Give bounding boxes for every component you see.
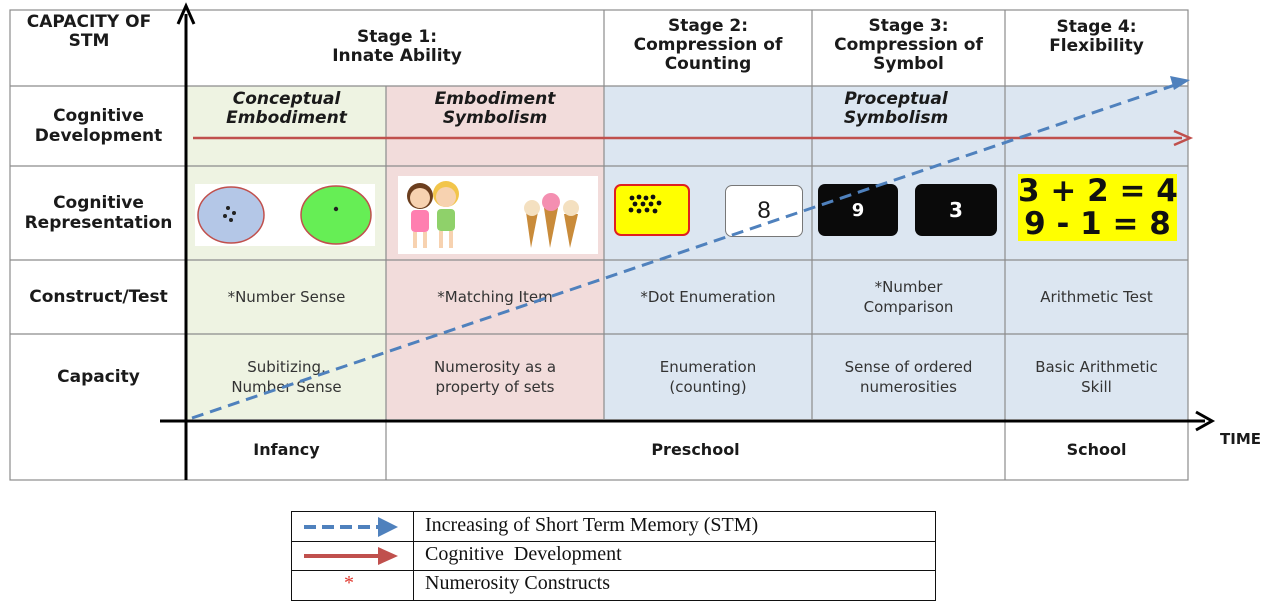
dev-conceptual-embodiment: Conceptual Embodiment — [187, 88, 386, 130]
dev-embodiment-symbolism: Embodiment Symbolism — [386, 88, 604, 130]
cog-rep-line2: Representation — [24, 213, 173, 233]
cog-dev-line2: Development — [34, 126, 163, 146]
stage-1-line2: Innate Ability — [332, 46, 462, 66]
proceptual-symbolism-bg — [604, 86, 1188, 419]
capacity-1-line1: Numerosity as a — [433, 357, 557, 376]
dot-cluster-icon — [628, 194, 662, 214]
stage-3-line2: Compression of — [834, 34, 983, 55]
capacity-1-line2: property of sets — [435, 377, 555, 396]
row-label-construct-test: Construct/Test — [10, 260, 187, 334]
period-preschool: Preschool — [651, 440, 740, 459]
legend-divider — [413, 512, 414, 600]
digit-card-black-right: 3 — [915, 184, 997, 236]
stage-2-header: Stage 2: Compression of Counting — [604, 12, 812, 78]
cog-rep-line1: Cognitive — [53, 193, 144, 213]
y-axis-arrowhead — [176, 2, 196, 25]
construct-dot-enumeration: *Dot Enumeration — [604, 260, 812, 334]
period-school: School — [1066, 440, 1127, 459]
capacity-ordered-numerosities: Sense of ordered numerosities — [812, 334, 1005, 419]
dev-proceptual-symbolism: Proceptual Symbolism — [604, 88, 1188, 130]
digit-card-value: 8 — [757, 197, 771, 224]
stage-4-header: Stage 4: Flexibility — [1005, 12, 1188, 62]
legend-red-arrow-icon — [304, 547, 398, 565]
x-axis-arrowhead — [1195, 410, 1216, 432]
capacity-0-line1: Subitizing, — [247, 357, 326, 376]
construct-matching-item: *Matching Item — [386, 260, 604, 334]
dev-2-line2: Symbolism — [843, 108, 949, 128]
construct-arithmetic-test: Arithmetic Test — [1005, 260, 1188, 334]
stage-2-line2: Compression of — [633, 34, 783, 55]
development-arrowhead — [1173, 129, 1194, 147]
dev-0-line2: Embodiment — [226, 108, 347, 128]
capacity-numerosity: Numerosity as a property of sets — [386, 334, 604, 419]
arithmetic-equation-1: 3 + 2 = 4 — [1018, 173, 1178, 209]
legend-numerosity-text: Numerosity Constructs — [425, 572, 610, 594]
stage-1-line1: Stage 1: — [356, 27, 438, 47]
capacity-basic-arithmetic: Basic Arithmetic Skill — [1005, 334, 1188, 419]
black-right-value: 3 — [949, 198, 963, 222]
construct-3-line1: *Number — [874, 278, 943, 296]
capacity-enumeration: Enumeration (counting) — [604, 334, 812, 419]
legend-row-line-1 — [292, 541, 935, 542]
construct-2-line1: *Dot Enumeration — [640, 288, 776, 306]
dev-1-line1: Embodiment — [434, 89, 556, 109]
black-left-value: 9 — [851, 199, 865, 221]
stage-3-header: Stage 3: Compression of Symbol — [812, 12, 1005, 78]
legend-star-icon: * — [344, 572, 354, 594]
capacity-4-line2: Skill — [1081, 377, 1112, 396]
stage-2-line3: Counting — [664, 53, 752, 74]
legend: Increasing of Short Term Memory (STM) Co… — [291, 511, 936, 601]
stage-3-line3: Symbol — [873, 53, 944, 74]
conceptual-embodiment-bg — [187, 86, 386, 419]
legend-development-text: Cognitive Development — [425, 543, 622, 565]
dev-1-line2: Symbolism — [442, 108, 548, 128]
stage-4-line1: Stage 4: — [1056, 17, 1137, 37]
stm-arrow — [191, 82, 1179, 420]
stage-2-line1: Stage 2: — [667, 15, 749, 36]
capacity-2-line1: Enumeration — [659, 357, 757, 376]
capacity-3-line2: numerosities — [860, 377, 957, 396]
legend-dashed-arrow-icon — [304, 517, 398, 537]
stage-1-header: Stage 1: Innate Ability — [190, 22, 604, 72]
capacity-3-line1: Sense of ordered — [844, 357, 973, 376]
dot-sets-image — [195, 184, 375, 246]
stage-3-line1: Stage 3: — [868, 15, 949, 36]
construct-3-line2: Comparison — [863, 298, 954, 316]
capacity-2-line2: (counting) — [669, 377, 747, 396]
dot-card-yellow — [614, 184, 690, 236]
children-and-ice-cream-image — [398, 176, 598, 254]
dev-2-line1: Proceptual — [844, 89, 948, 109]
row-label-cognitive-development: Cognitive Development — [10, 86, 187, 166]
y-axis-title-line2: STM — [68, 31, 110, 51]
x-axis-title: TIME — [1220, 430, 1261, 448]
construct-4-line1: Arithmetic Test — [1040, 288, 1153, 306]
construct-label-text: Construct/Test — [29, 287, 168, 307]
construct-0-line1: *Number Sense — [227, 288, 346, 306]
capacity-4-line1: Basic Arithmetic — [1035, 357, 1158, 376]
legend-stm-text: Increasing of Short Term Memory (STM) — [425, 514, 759, 536]
stage-4-line2: Flexibility — [1049, 36, 1144, 56]
arithmetic-equation-2: 9 - 1 = 8 — [1018, 207, 1177, 241]
construct-number-comparison: *Number Comparison — [812, 260, 1005, 334]
capacity-label-text: Capacity — [57, 366, 140, 387]
dev-0-line1: Conceptual — [232, 89, 341, 109]
y-axis-title-line1: CAPACITY OF — [26, 12, 152, 32]
period-infancy: Infancy — [253, 440, 320, 459]
row-label-capacity: Capacity — [10, 334, 187, 419]
stm-arrowhead — [1170, 76, 1190, 90]
construct-1-line1: *Matching Item — [437, 288, 553, 306]
legend-row-line-2 — [292, 570, 935, 571]
cog-dev-line1: Cognitive — [53, 106, 144, 126]
digit-card-white: 8 — [725, 185, 803, 237]
row-label-cognitive-representation: Cognitive Representation — [10, 166, 187, 260]
construct-number-sense: *Number Sense — [187, 260, 386, 334]
y-axis-title: CAPACITY OF STM — [14, 12, 164, 52]
